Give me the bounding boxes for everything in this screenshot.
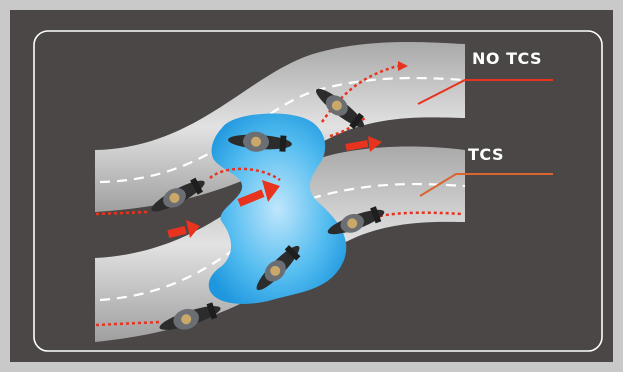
label-no-tcs: NO TCS [472, 51, 542, 67]
label-tcs: TCS [468, 147, 504, 163]
